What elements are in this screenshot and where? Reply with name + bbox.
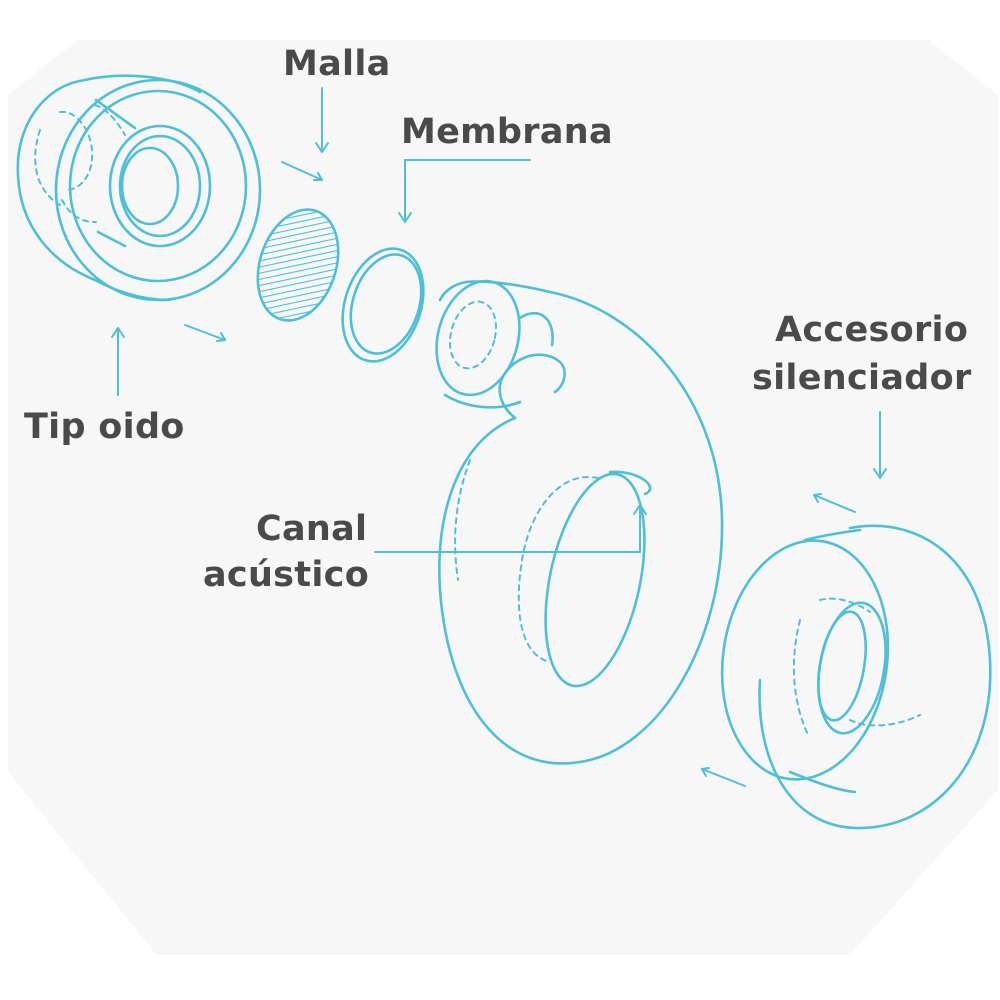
- mesh-part: [256, 208, 340, 322]
- label-accesorio-line1: Accesorio: [775, 310, 969, 350]
- acoustic-channel-part: [435, 279, 724, 765]
- label-canal-line2: acústico: [203, 555, 370, 595]
- label-accesorio-line2: silenciador: [752, 358, 972, 398]
- ear-tip-part: [16, 74, 262, 302]
- membrane-part: [341, 247, 425, 363]
- label-membrana: Membrana: [401, 112, 613, 152]
- label-canal-line1: Canal: [256, 509, 368, 549]
- diagram-background: [8, 40, 998, 955]
- leader-lines: [111, 87, 887, 553]
- motion-arrows: [184, 161, 856, 787]
- silencer-accessory-part: [720, 524, 992, 830]
- label-tip-oido: Tip oido: [24, 407, 185, 447]
- label-malla: Malla: [283, 44, 391, 84]
